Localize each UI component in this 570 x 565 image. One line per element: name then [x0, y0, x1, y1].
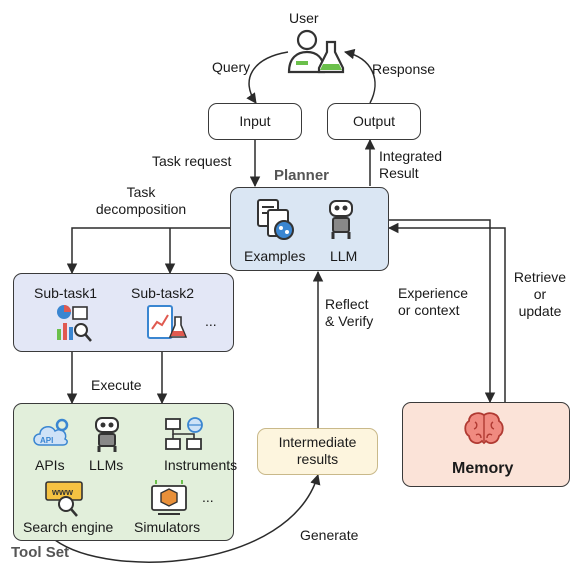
query-arrow: [246, 51, 289, 104]
llm-label: LLM: [330, 248, 358, 264]
subtask-panel: [13, 273, 234, 352]
response-label: Response: [372, 61, 436, 77]
planner-box: [230, 187, 389, 271]
integrated-result-label: Integrated Result: [379, 148, 443, 181]
llm-robot-icon: [329, 200, 353, 239]
report-flask-icon: [147, 305, 187, 339]
generate-arrow: [54, 473, 321, 563]
generate-label: Generate: [300, 527, 359, 543]
user-label: User: [289, 10, 319, 26]
analysis-chart-icon: [57, 305, 92, 342]
decomposition-line: [66, 227, 230, 275]
task-request-label: Task request: [152, 153, 232, 169]
experience-context-label: Experience or context: [398, 285, 469, 318]
www-badge-text: www: [51, 487, 74, 497]
llms-robot-icon: [95, 417, 119, 452]
search-engine-label: Search engine: [23, 519, 114, 535]
simulators-label: Simulators: [134, 519, 201, 535]
instruments-network-icon: [165, 417, 203, 450]
planner-title: Planner: [274, 167, 330, 184]
toolset-title: Tool Set: [11, 544, 70, 561]
intermediate-results-box: Intermediate results: [257, 428, 378, 475]
subtask-more: ...: [205, 313, 217, 329]
task-decomposition-label: Task decomposition: [95, 184, 187, 217]
retrieve-update-label: Retrieve or update: [513, 269, 567, 319]
reflect-verify-label: Reflect & Verify: [325, 296, 374, 329]
instruments-label: Instruments: [164, 457, 238, 473]
examples-label: Examples: [244, 248, 306, 264]
execute-label: Execute: [91, 377, 142, 393]
subtask1-label: Sub-task1: [34, 285, 98, 301]
brain-icon: [464, 412, 504, 445]
search-engine-icon: www: [45, 481, 83, 517]
experience-arrow: [389, 219, 496, 404]
input-box: Input: [208, 103, 302, 140]
simulators-icon: [151, 480, 187, 515]
llms-label: LLMs: [89, 457, 124, 473]
response-arrow: [343, 48, 376, 104]
subtask2-label: Sub-task2: [131, 285, 195, 301]
query-label: Query: [212, 59, 251, 75]
apis-label: APIs: [35, 457, 65, 473]
scientist-icon: [287, 29, 345, 74]
examples-icon: [257, 199, 294, 240]
api-cloud-icon: API: [33, 418, 69, 446]
api-badge-text: API: [40, 436, 53, 445]
retrieve-arrow: [387, 222, 506, 402]
output-box: Output: [327, 103, 421, 140]
memory-label: Memory: [452, 460, 514, 477]
toolset-more: ...: [202, 489, 214, 505]
